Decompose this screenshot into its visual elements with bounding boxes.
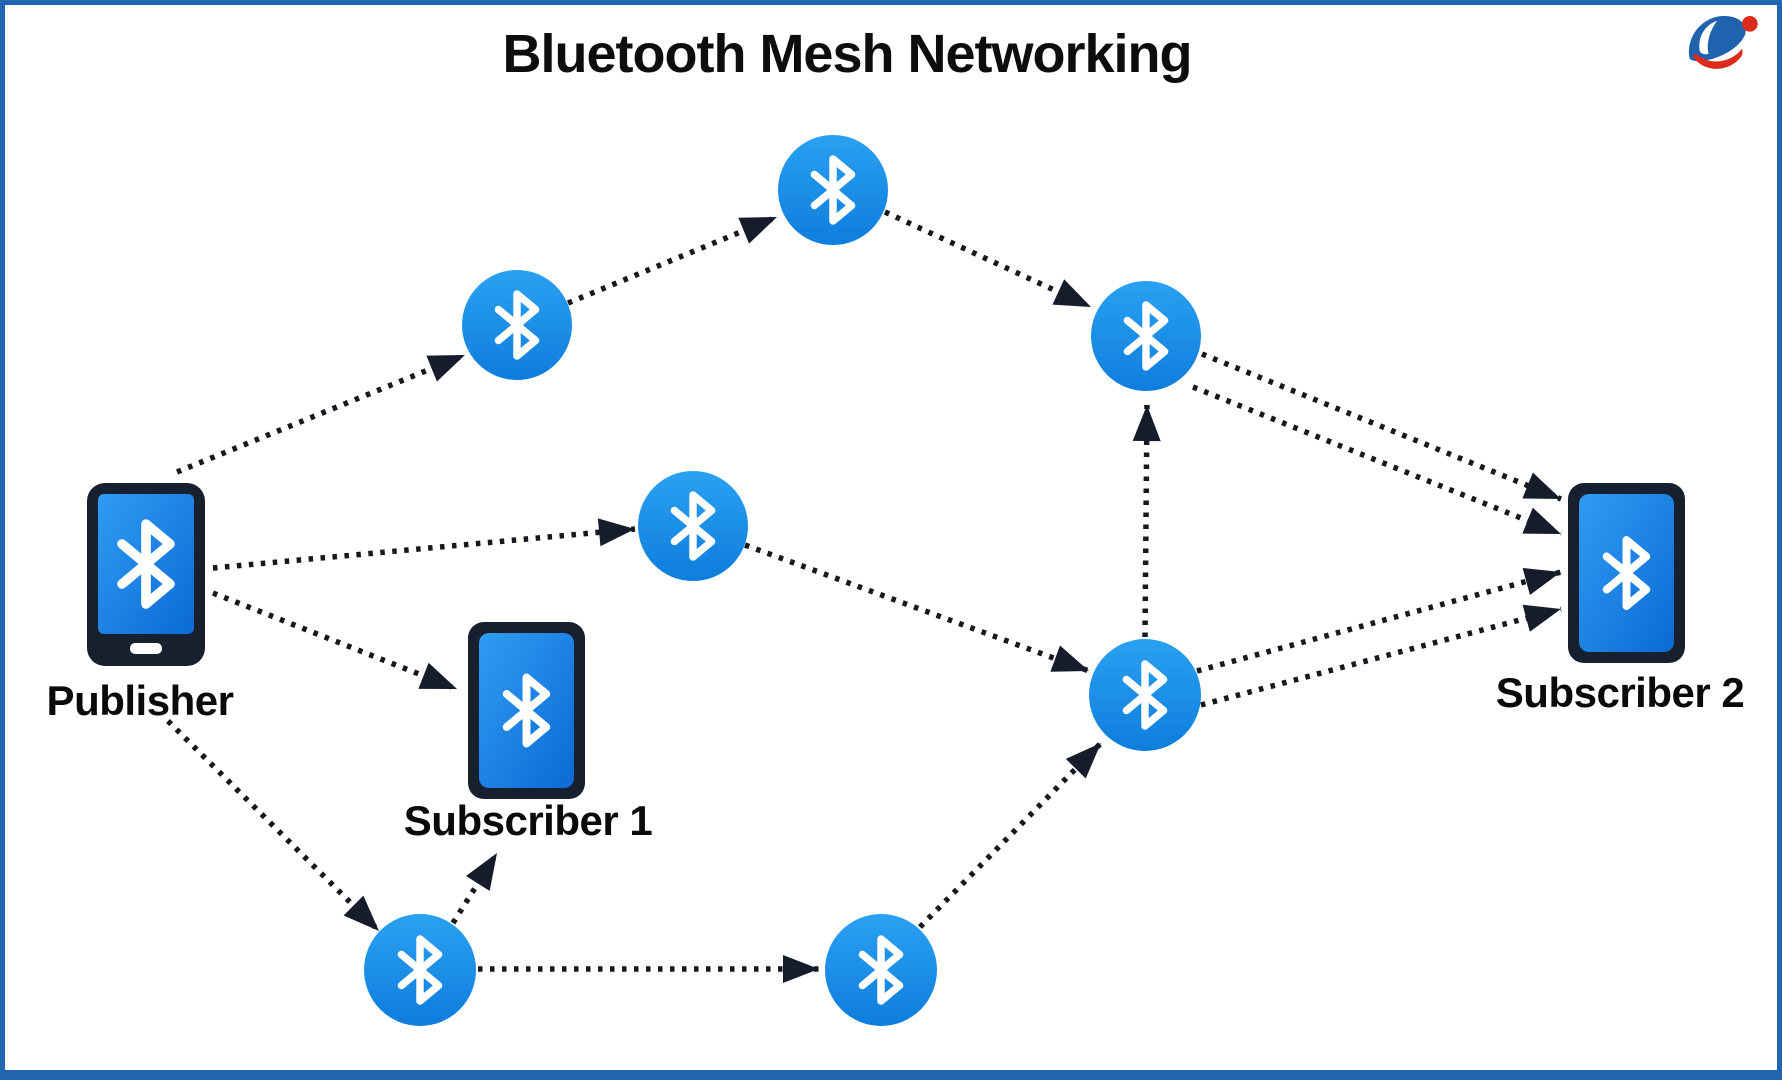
mesh-edge-relay-right-to-relay-upper-right: [1132, 404, 1161, 638]
mesh-edge-relay-top-to-relay-upper-right: [883, 209, 1093, 310]
bluetooth-icon: [502, 673, 551, 748]
mesh-diagram-canvas: [87, 135, 1685, 1026]
mesh-edge-relay-upper-left-to-relay-top: [566, 214, 779, 306]
logo-red-dot: [1742, 16, 1758, 32]
mesh-edge-relay-upper-right-to-subscriber-2: [1200, 351, 1563, 502]
bluetooth-icon: [1602, 536, 1651, 610]
phone-home-button: [130, 643, 162, 654]
bluetooth-icon: [397, 935, 443, 1005]
relay-right: [1089, 639, 1201, 751]
relay-upper-left: [462, 270, 572, 380]
logo-red-swoosh: [1692, 48, 1743, 69]
page-title: Bluetooth Mesh Networking: [502, 24, 1193, 84]
subscriber-2-device: [1568, 483, 1685, 663]
subscriber-1-label: Subscriber 1: [403, 797, 653, 844]
mesh-edge-publisher-to-subscriber-1: [211, 590, 459, 692]
bluetooth-icon: [494, 290, 540, 360]
subscriber-2-label: Subscriber 2: [1495, 669, 1745, 716]
bluetooth-icon: [117, 519, 175, 609]
bluetooth-icon: [810, 155, 856, 225]
mesh-edge-publisher-to-relay-bottom-left: [166, 719, 381, 933]
mesh-edge-relay-right-to-subscriber-2: [1196, 567, 1562, 674]
logo-cutout: [1699, 20, 1718, 55]
relay-bottom-left: [364, 914, 476, 1026]
publisher-device: [87, 483, 205, 666]
subscriber-1-device: [468, 622, 585, 799]
relay-upper-right: [1091, 281, 1201, 391]
mesh-edge-relay-bottom-mid-to-relay-right: [918, 741, 1103, 929]
bluetooth-icon: [858, 935, 904, 1005]
relay-top: [778, 135, 888, 245]
mesh-edge-relay-upper-right-to-subscriber-2: [1191, 384, 1563, 537]
publisher-label: Publisher: [46, 677, 234, 724]
relay-middle: [638, 471, 748, 581]
mesh-edge-relay-right-to-subscriber-2: [1200, 604, 1562, 708]
relay-bottom-mid: [825, 914, 937, 1026]
mesh-edge-relay-bottom-left-to-subscriber-1: [450, 851, 500, 925]
mesh-edge-publisher-to-relay-upper-left: [175, 352, 467, 475]
mesh-edge-relay-middle-to-relay-right: [744, 542, 1090, 674]
bluetooth-icon: [1122, 660, 1168, 730]
bluetooth-icon: [1123, 301, 1169, 371]
bluetooth-icon: [670, 491, 716, 561]
brand-logo-icon: [1689, 15, 1758, 69]
mesh-edge-publisher-to-relay-middle: [212, 518, 636, 571]
